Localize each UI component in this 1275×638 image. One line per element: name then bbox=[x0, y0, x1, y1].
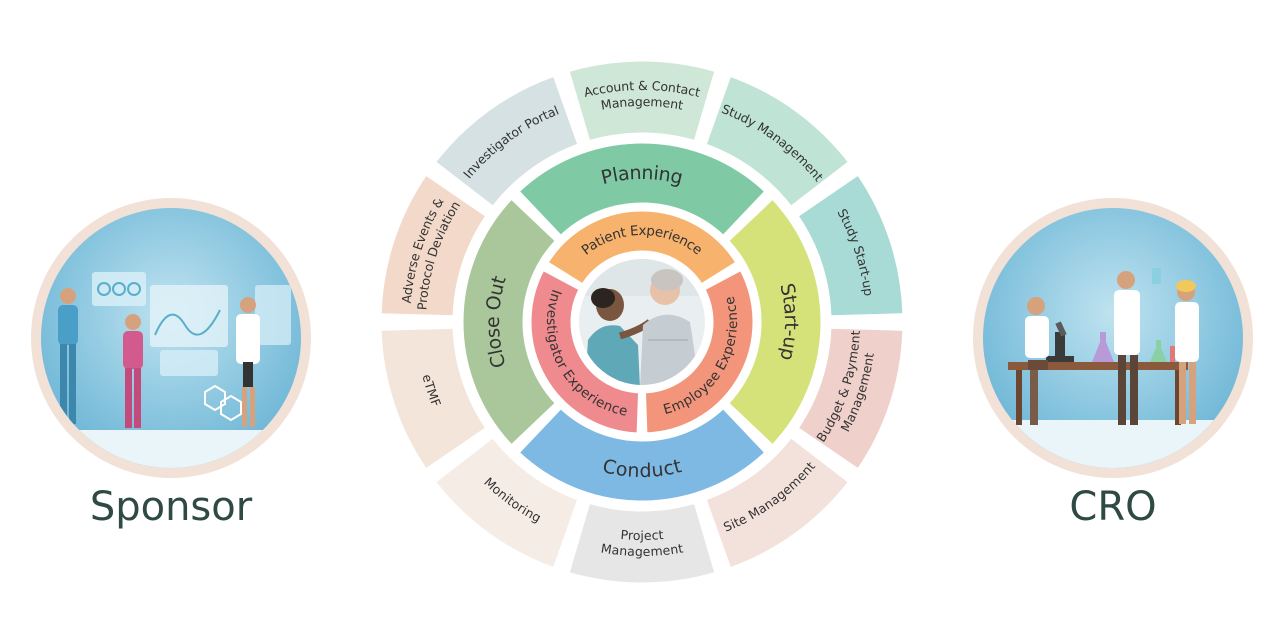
label-account-and-contact-management-line-1: Account & Contact bbox=[582, 77, 702, 99]
experience-patient-experience[interactable] bbox=[544, 208, 740, 287]
cro-label: CRO bbox=[1069, 484, 1157, 530]
segment-account-and-contact-management[interactable] bbox=[566, 58, 718, 144]
sponsor-label: Sponsor bbox=[89, 484, 253, 530]
segment-site-management[interactable] bbox=[703, 435, 852, 571]
segment-study-management[interactable] bbox=[703, 73, 852, 209]
phase-start-up[interactable] bbox=[725, 195, 824, 449]
sponsor-team-illustration-icon bbox=[31, 198, 311, 478]
segment-monitoring[interactable] bbox=[432, 435, 581, 571]
experience-employee-experience[interactable] bbox=[642, 267, 756, 436]
phase-planning[interactable] bbox=[515, 140, 769, 239]
nurse-with-patient-photo-icon bbox=[576, 256, 708, 388]
segment-budget-and-payment-management[interactable] bbox=[795, 325, 906, 472]
cro-lab-illustration-icon bbox=[973, 198, 1253, 478]
label-account-and-contact-management-line-2: Management bbox=[600, 93, 685, 112]
phase-close-out[interactable] bbox=[460, 195, 559, 449]
segment-investigator-portal[interactable] bbox=[432, 73, 581, 209]
segment-adverse-events-and-protocol-deviation[interactable] bbox=[378, 172, 489, 319]
segment-study-start-up[interactable] bbox=[795, 172, 906, 319]
label-project-management-line-2: Management bbox=[600, 540, 684, 559]
experience-investigator-experience[interactable] bbox=[528, 267, 642, 436]
label-project-management-line-1: Project bbox=[620, 526, 664, 542]
segment-project-management[interactable] bbox=[566, 500, 718, 586]
phase-conduct[interactable] bbox=[515, 405, 769, 504]
segment-etmf[interactable] bbox=[378, 325, 489, 472]
